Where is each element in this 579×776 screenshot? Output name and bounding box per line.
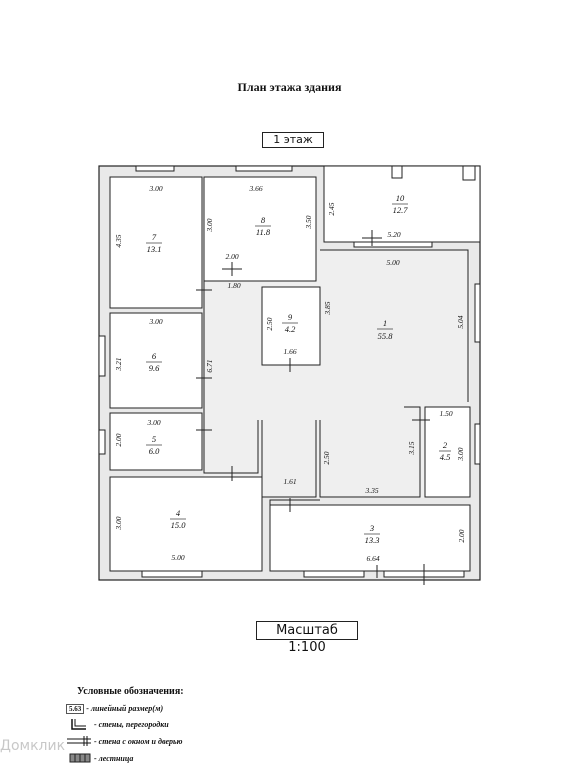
- dimension-label: 3.21: [114, 357, 123, 371]
- floor-label: 1 этаж: [262, 132, 324, 148]
- room-9-area: 4.2: [285, 324, 296, 334]
- legend-label: - линейный размер(м): [86, 704, 164, 713]
- dimension-label: 2.00: [225, 252, 238, 261]
- dimension-label: 5.00: [386, 258, 399, 267]
- legend-label: - лестница: [94, 753, 134, 763]
- dimension-label: 1.80: [227, 281, 240, 290]
- dimension-label: 2.45: [327, 202, 336, 215]
- dimension-label: 3.00: [205, 218, 214, 232]
- dimension-label: 5.00: [171, 553, 184, 562]
- room-10-number: 10: [396, 193, 405, 203]
- room-6: [109, 312, 203, 409]
- room-3-area: 13.3: [365, 535, 380, 545]
- scale-label: Масштаб 1:100: [256, 621, 358, 655]
- room-5-area: 6.0: [149, 446, 160, 456]
- room-4: [109, 476, 263, 572]
- room-2: [424, 406, 471, 498]
- doors: [196, 230, 432, 585]
- dimension-label: 3.35: [364, 486, 378, 495]
- room-1-number: 1: [383, 318, 387, 328]
- room-1-area: 55.8: [378, 331, 394, 341]
- dimension-label: 2.50: [265, 317, 274, 330]
- dimension-label: 1.66: [283, 347, 296, 356]
- room-10-area: 12.7: [393, 205, 409, 215]
- room-5: [109, 412, 203, 471]
- dimension-label: 3.50: [304, 215, 313, 229]
- room-8: [203, 176, 317, 282]
- room-3: [269, 504, 471, 572]
- room-2-number: 2: [443, 440, 448, 450]
- dimension-label: 2.50: [322, 451, 331, 464]
- dimension-label: 3.00: [148, 317, 162, 326]
- room-7-area: 13.1: [147, 244, 162, 254]
- dimension-label: 5.04: [456, 315, 465, 328]
- dimension-label: 2.00: [457, 529, 466, 542]
- room-9: [261, 286, 321, 366]
- legend-label: - стены, перегородки: [94, 719, 169, 729]
- watermark: Домклик: [0, 738, 66, 754]
- dimension-label: 3.00: [146, 418, 160, 427]
- dimension-label: 5.20: [387, 230, 400, 239]
- legend-label: - стена с окном и дверью: [94, 736, 183, 746]
- dimension-label: 1.61: [283, 477, 296, 486]
- dimension-label: 2.00: [114, 433, 123, 446]
- window-door-symbol-icon: [66, 735, 92, 749]
- room-8-area: 11.8: [256, 227, 271, 237]
- dimension-label: 4.35: [114, 234, 123, 247]
- room-6-area: 9.6: [149, 363, 160, 373]
- legend-item-stairs: - лестница: [66, 752, 133, 766]
- room-5-number: 5: [152, 434, 156, 444]
- room-9-number: 9: [288, 312, 293, 322]
- stairs-symbol-icon: [66, 752, 92, 766]
- dimension-label: 1.50: [439, 409, 452, 418]
- dimension-label: 3.15: [407, 441, 416, 455]
- room-2-area: 4.5: [440, 452, 451, 462]
- wall-symbol-icon: [66, 718, 92, 732]
- legend-item-walls: - стены, перегородки: [66, 718, 169, 732]
- room-7-number: 7: [152, 232, 157, 242]
- room-4-area: 15.0: [171, 520, 187, 530]
- dimension-label: 3.00: [456, 447, 465, 461]
- legend-item-dimension: 5.63 - линейный размер(м): [66, 704, 164, 715]
- dimension-label: 6.71: [205, 359, 214, 372]
- dimension-label: 3.00: [114, 516, 123, 530]
- room-8-number: 8: [261, 215, 266, 225]
- room-4-number: 4: [176, 508, 181, 518]
- dimension-label: 3.85: [323, 301, 332, 315]
- dimension-label: 6.64: [366, 554, 379, 563]
- dimension-label: 3.00: [148, 184, 162, 193]
- dimension-sample-icon: 5.63: [66, 704, 85, 715]
- legend-item-window-door: - стена с окном и дверью: [66, 735, 183, 749]
- dimension-label: 3.66: [248, 184, 262, 193]
- room-7: [109, 176, 203, 309]
- plan-title: План этажа здания: [237, 80, 342, 94]
- room-6-number: 6: [152, 351, 157, 361]
- legend-title: Условные обозначения:: [77, 686, 184, 697]
- room-3-number: 3: [369, 523, 374, 533]
